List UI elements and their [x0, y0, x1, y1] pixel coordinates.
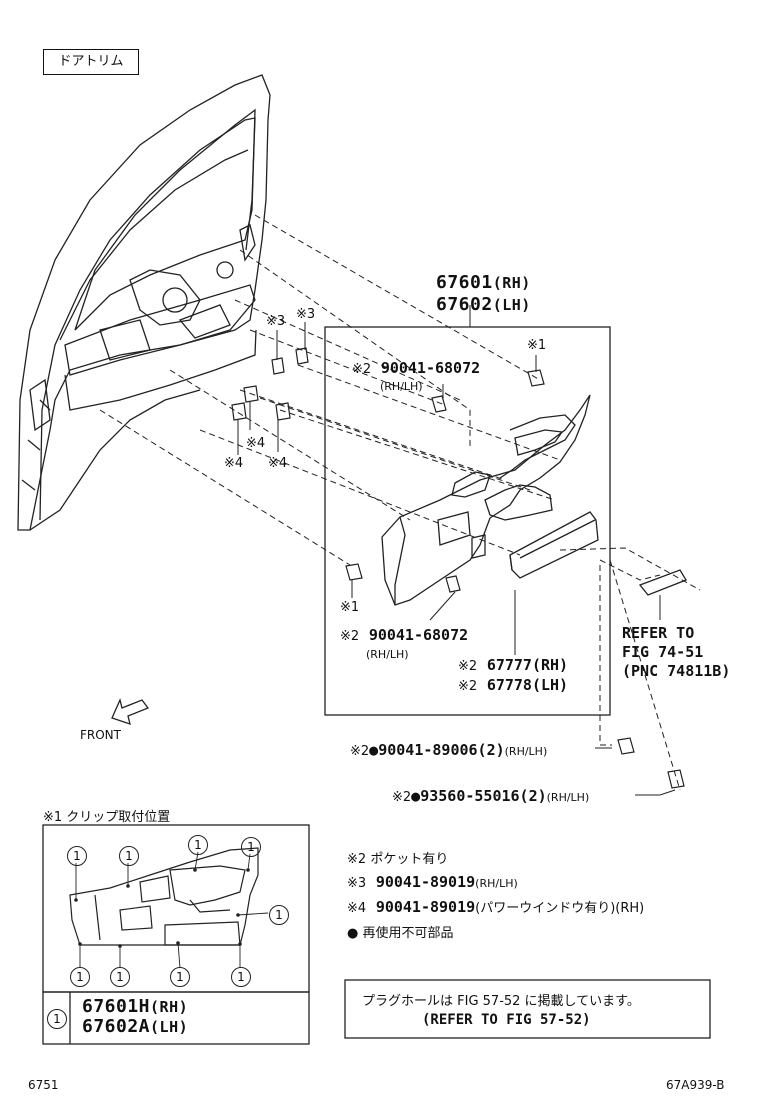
- refer-line-2: FIG 74-51: [622, 643, 704, 661]
- board-rh-part-number: 67601(RH): [436, 272, 531, 293]
- footer-figure-code: 67A939-B: [666, 1078, 725, 1092]
- refer-line-3: (PNC 74811B): [622, 662, 731, 680]
- trim-board: [381, 394, 591, 606]
- mark-3-left: ※3: [266, 314, 286, 329]
- board-lh-part-number: 67602(LH): [436, 294, 531, 315]
- mark-4-center: ※4: [246, 436, 266, 451]
- legend-part-rh: 67601H(RH): [82, 996, 189, 1017]
- legend-part-lh: 67602A(LH): [82, 1016, 189, 1037]
- window-opening: [74, 108, 256, 331]
- note-pocket: ※2 ポケット有り: [347, 852, 449, 867]
- clip-marker: 1: [67, 845, 87, 866]
- clip-marker: 1: [269, 904, 289, 925]
- clip-position-title: ※1 クリップ取付位置: [43, 810, 171, 825]
- lower-clip-label: ※2 90041-68072: [340, 626, 469, 644]
- front-arrow-icon: [111, 698, 150, 725]
- legend-marker: 1: [47, 1008, 67, 1029]
- clip-marker: 1: [70, 966, 90, 987]
- clip-marker: 1: [110, 966, 130, 987]
- footer-page-code: 6751: [28, 1078, 59, 1092]
- mark-3-right: ※3: [296, 307, 316, 322]
- pocket-lh-label: ※2 67778(LH): [458, 676, 569, 694]
- clip-marker: 1: [119, 845, 139, 866]
- note-clip-4: ※4 90041-89019(パワーウインドウ有り)(RH): [347, 898, 645, 916]
- clip-marker: 1: [241, 836, 261, 857]
- lower-clip-side: (RH/LH): [366, 648, 409, 661]
- pocket-rh-label: ※2 67777(RH): [458, 656, 569, 674]
- mark-1-upper: ※1: [527, 338, 547, 353]
- clip-marker: 1: [231, 966, 251, 987]
- mark-1-lower: ※1: [340, 600, 360, 615]
- front-label: FRONT: [80, 728, 121, 742]
- upper-clip-label: ※2 90041-68072: [352, 359, 481, 377]
- note-non-reusable: ● 再使用不可部品: [347, 926, 454, 941]
- pull-handle: [638, 569, 687, 596]
- clip-position-trim: [69, 847, 259, 946]
- clip-marker: 1: [188, 834, 208, 855]
- diagram-title: ドアトリム: [43, 49, 139, 75]
- door-pocket: [509, 511, 599, 579]
- screw-2-label: ※2●93560-55016(2)(RH/LH): [392, 787, 590, 805]
- refer-line-1: REFER TO: [622, 624, 695, 642]
- screw-1-label: ※2●90041-89006(2)(RH/LH): [350, 741, 548, 759]
- clip-marker: 1: [170, 966, 190, 987]
- note-clip-3: ※3 90041-89019(RH/LH): [347, 873, 518, 891]
- mark-4-right: ※4: [268, 456, 288, 471]
- upper-clip-side: (RH/LH): [380, 380, 423, 393]
- plug-note-line-1: プラグホールは FIG 57-52 に掲載しています。: [362, 994, 640, 1009]
- mark-4-left: ※4: [224, 456, 244, 471]
- plug-note-line-2: (REFER TO FIG 57-52): [422, 1012, 591, 1028]
